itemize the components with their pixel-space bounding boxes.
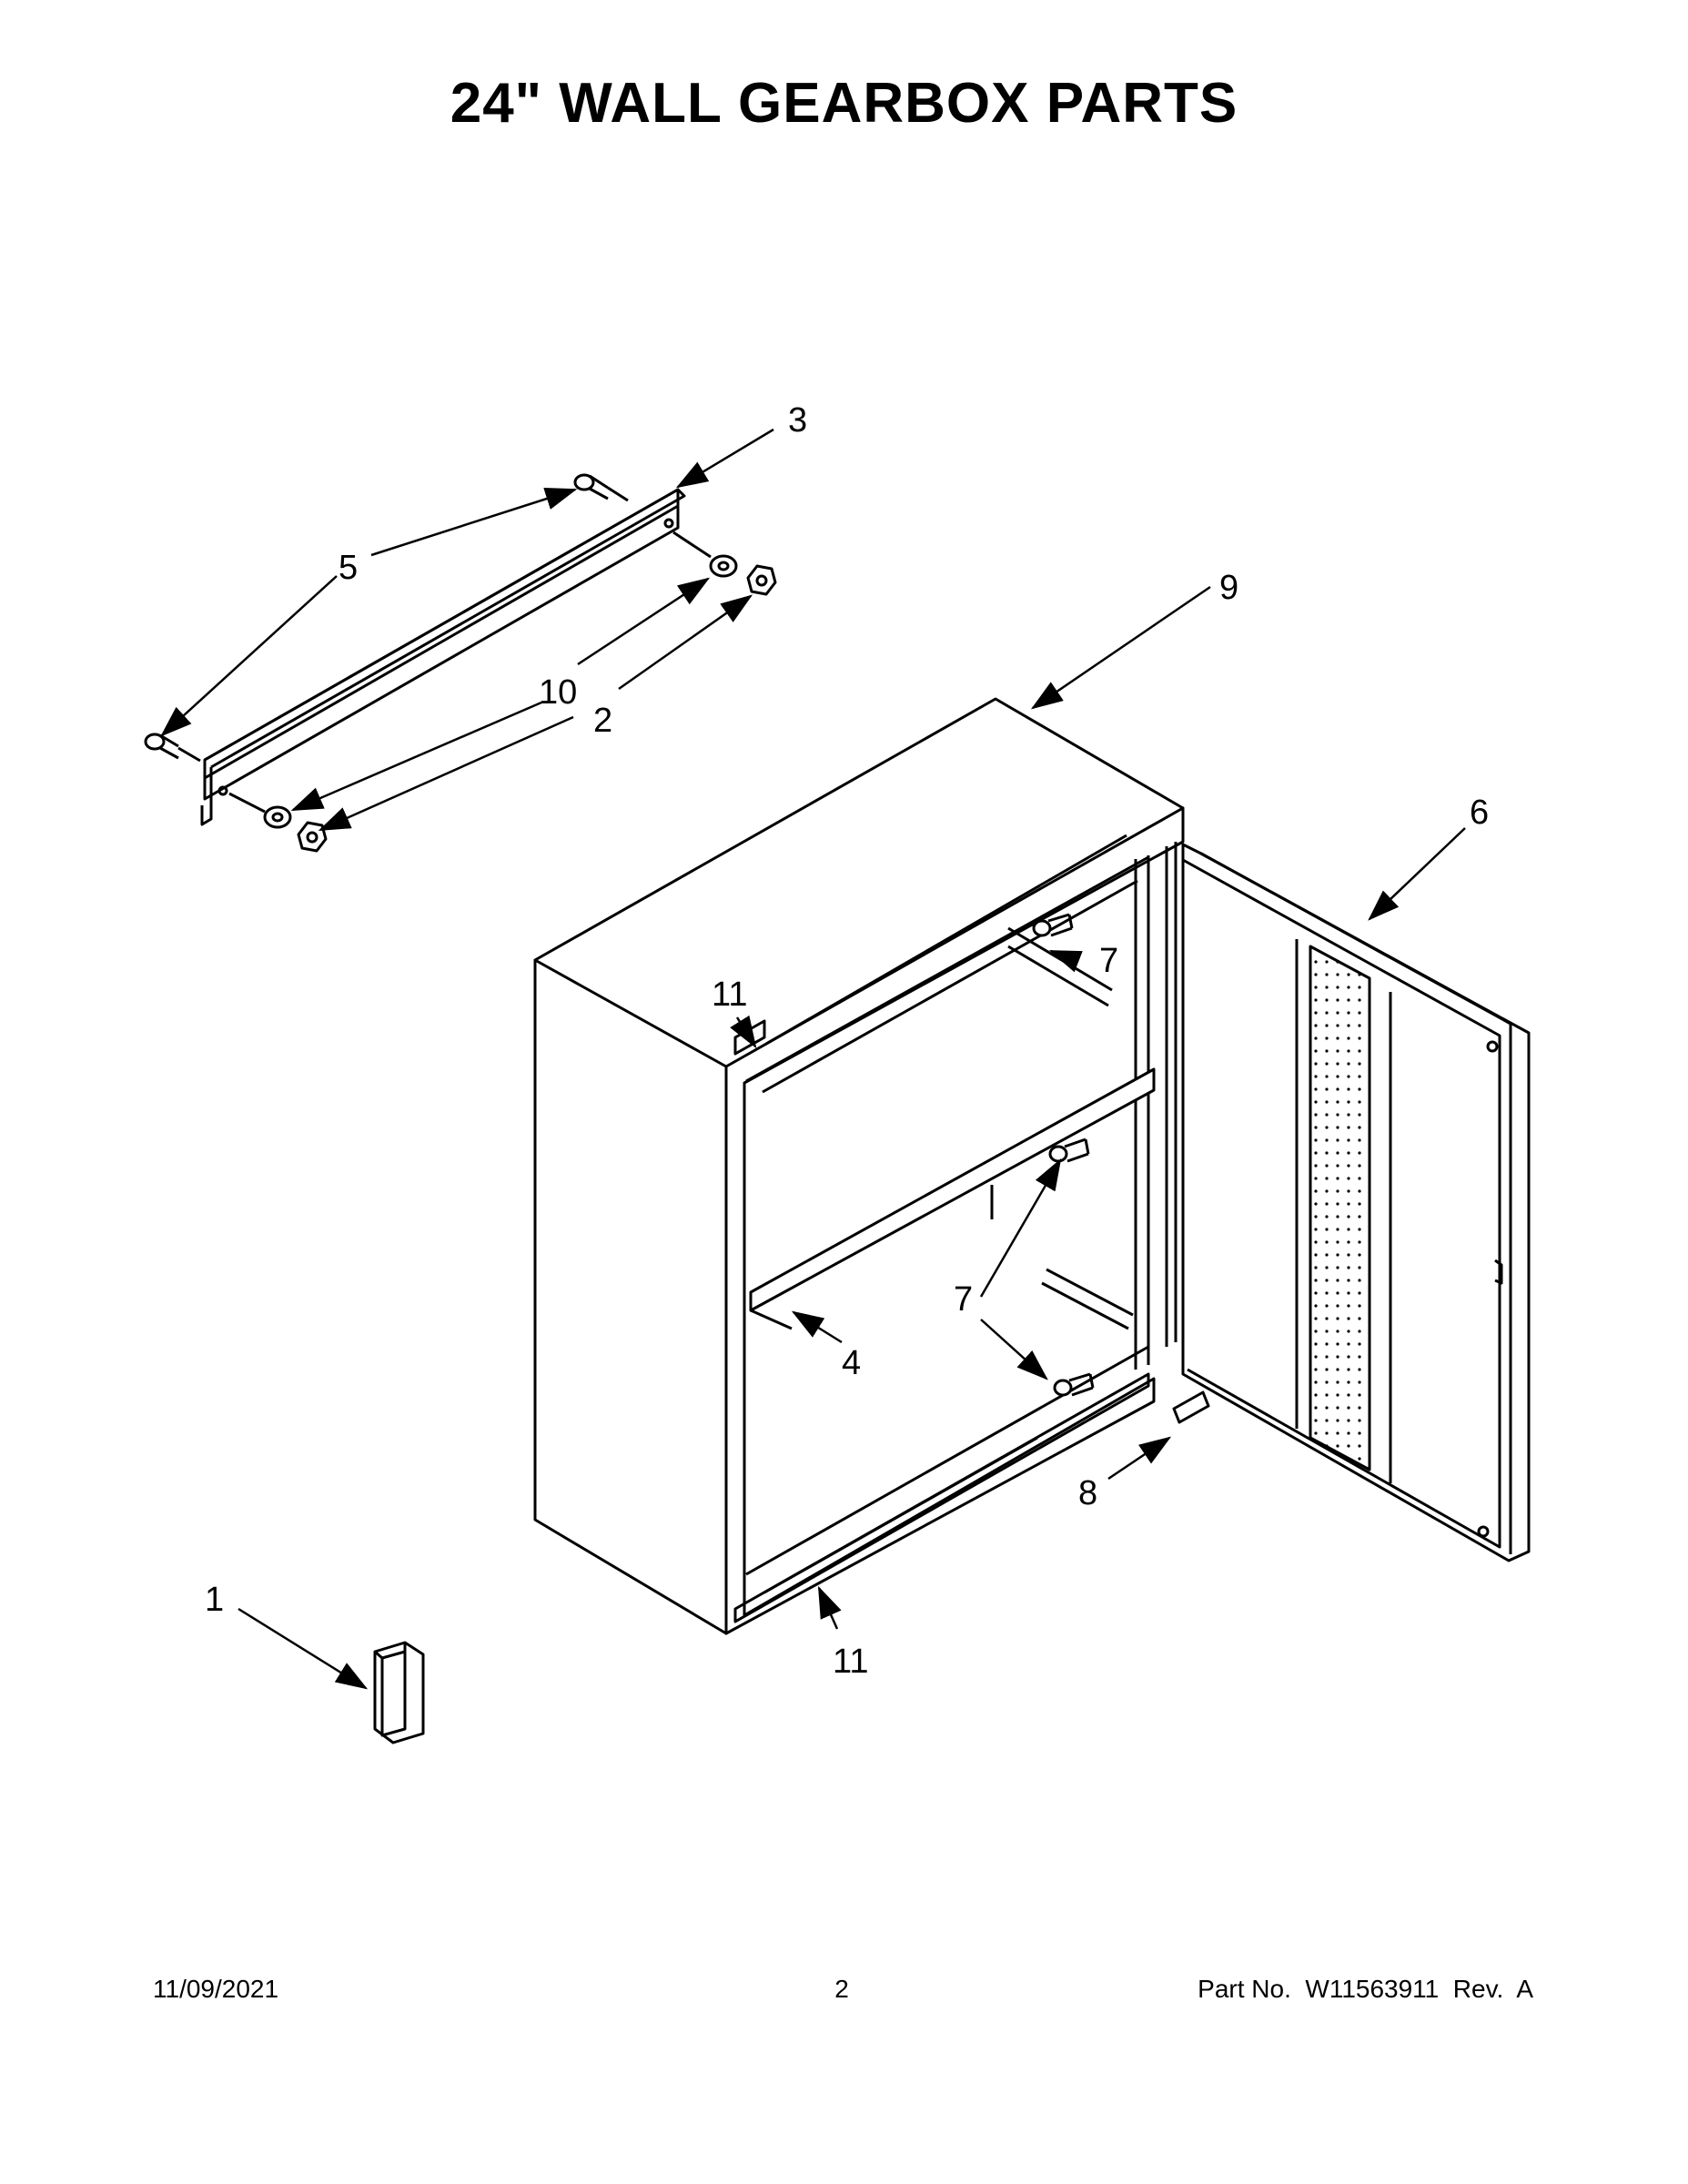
callout-8: 8 (1078, 1474, 1097, 1512)
footer-part-number: Part No. W11563911 Rev. A (1198, 1975, 1533, 2003)
callout-6: 6 (1470, 794, 1489, 832)
page-title: 24" WALL GEARBOX PARTS (450, 72, 1238, 135)
door-handle (373, 1641, 425, 1744)
callout-11-top: 11 (712, 976, 747, 1014)
callout-5: 5 (339, 549, 358, 587)
callout-3: 3 (788, 401, 807, 440)
cabinet-body (533, 697, 1185, 1635)
footer-page-number: 2 (834, 1975, 849, 2003)
mounting-rail (200, 488, 686, 826)
callout-labels: 3 5 10 2 9 6 7 11 7 4 8 1 11 (205, 401, 1489, 1681)
bolt-bottom (144, 733, 201, 763)
callout-9: 9 (1219, 569, 1238, 607)
callout-4: 4 (842, 1344, 861, 1382)
callout-7-lower: 7 (954, 1280, 973, 1319)
nut-bottom (297, 821, 328, 853)
nut-top (746, 564, 777, 596)
shelf (749, 1067, 1156, 1330)
footer-date: 11/09/2021 (153, 1975, 279, 2003)
screw-top (1032, 913, 1074, 937)
screw-bottom (1053, 1372, 1095, 1397)
leader-lines (160, 428, 1466, 1690)
pad (1172, 1390, 1210, 1424)
callout-2: 2 (593, 702, 612, 740)
washer-top (672, 531, 738, 578)
callout-7-top: 7 (1099, 942, 1118, 980)
callout-1: 1 (205, 1581, 224, 1619)
callout-10: 10 (539, 673, 577, 712)
callout-11-bottom: 11 (833, 1643, 868, 1681)
washer-bottom (228, 792, 292, 829)
bolt-top (573, 473, 629, 502)
door (1181, 843, 1531, 1562)
